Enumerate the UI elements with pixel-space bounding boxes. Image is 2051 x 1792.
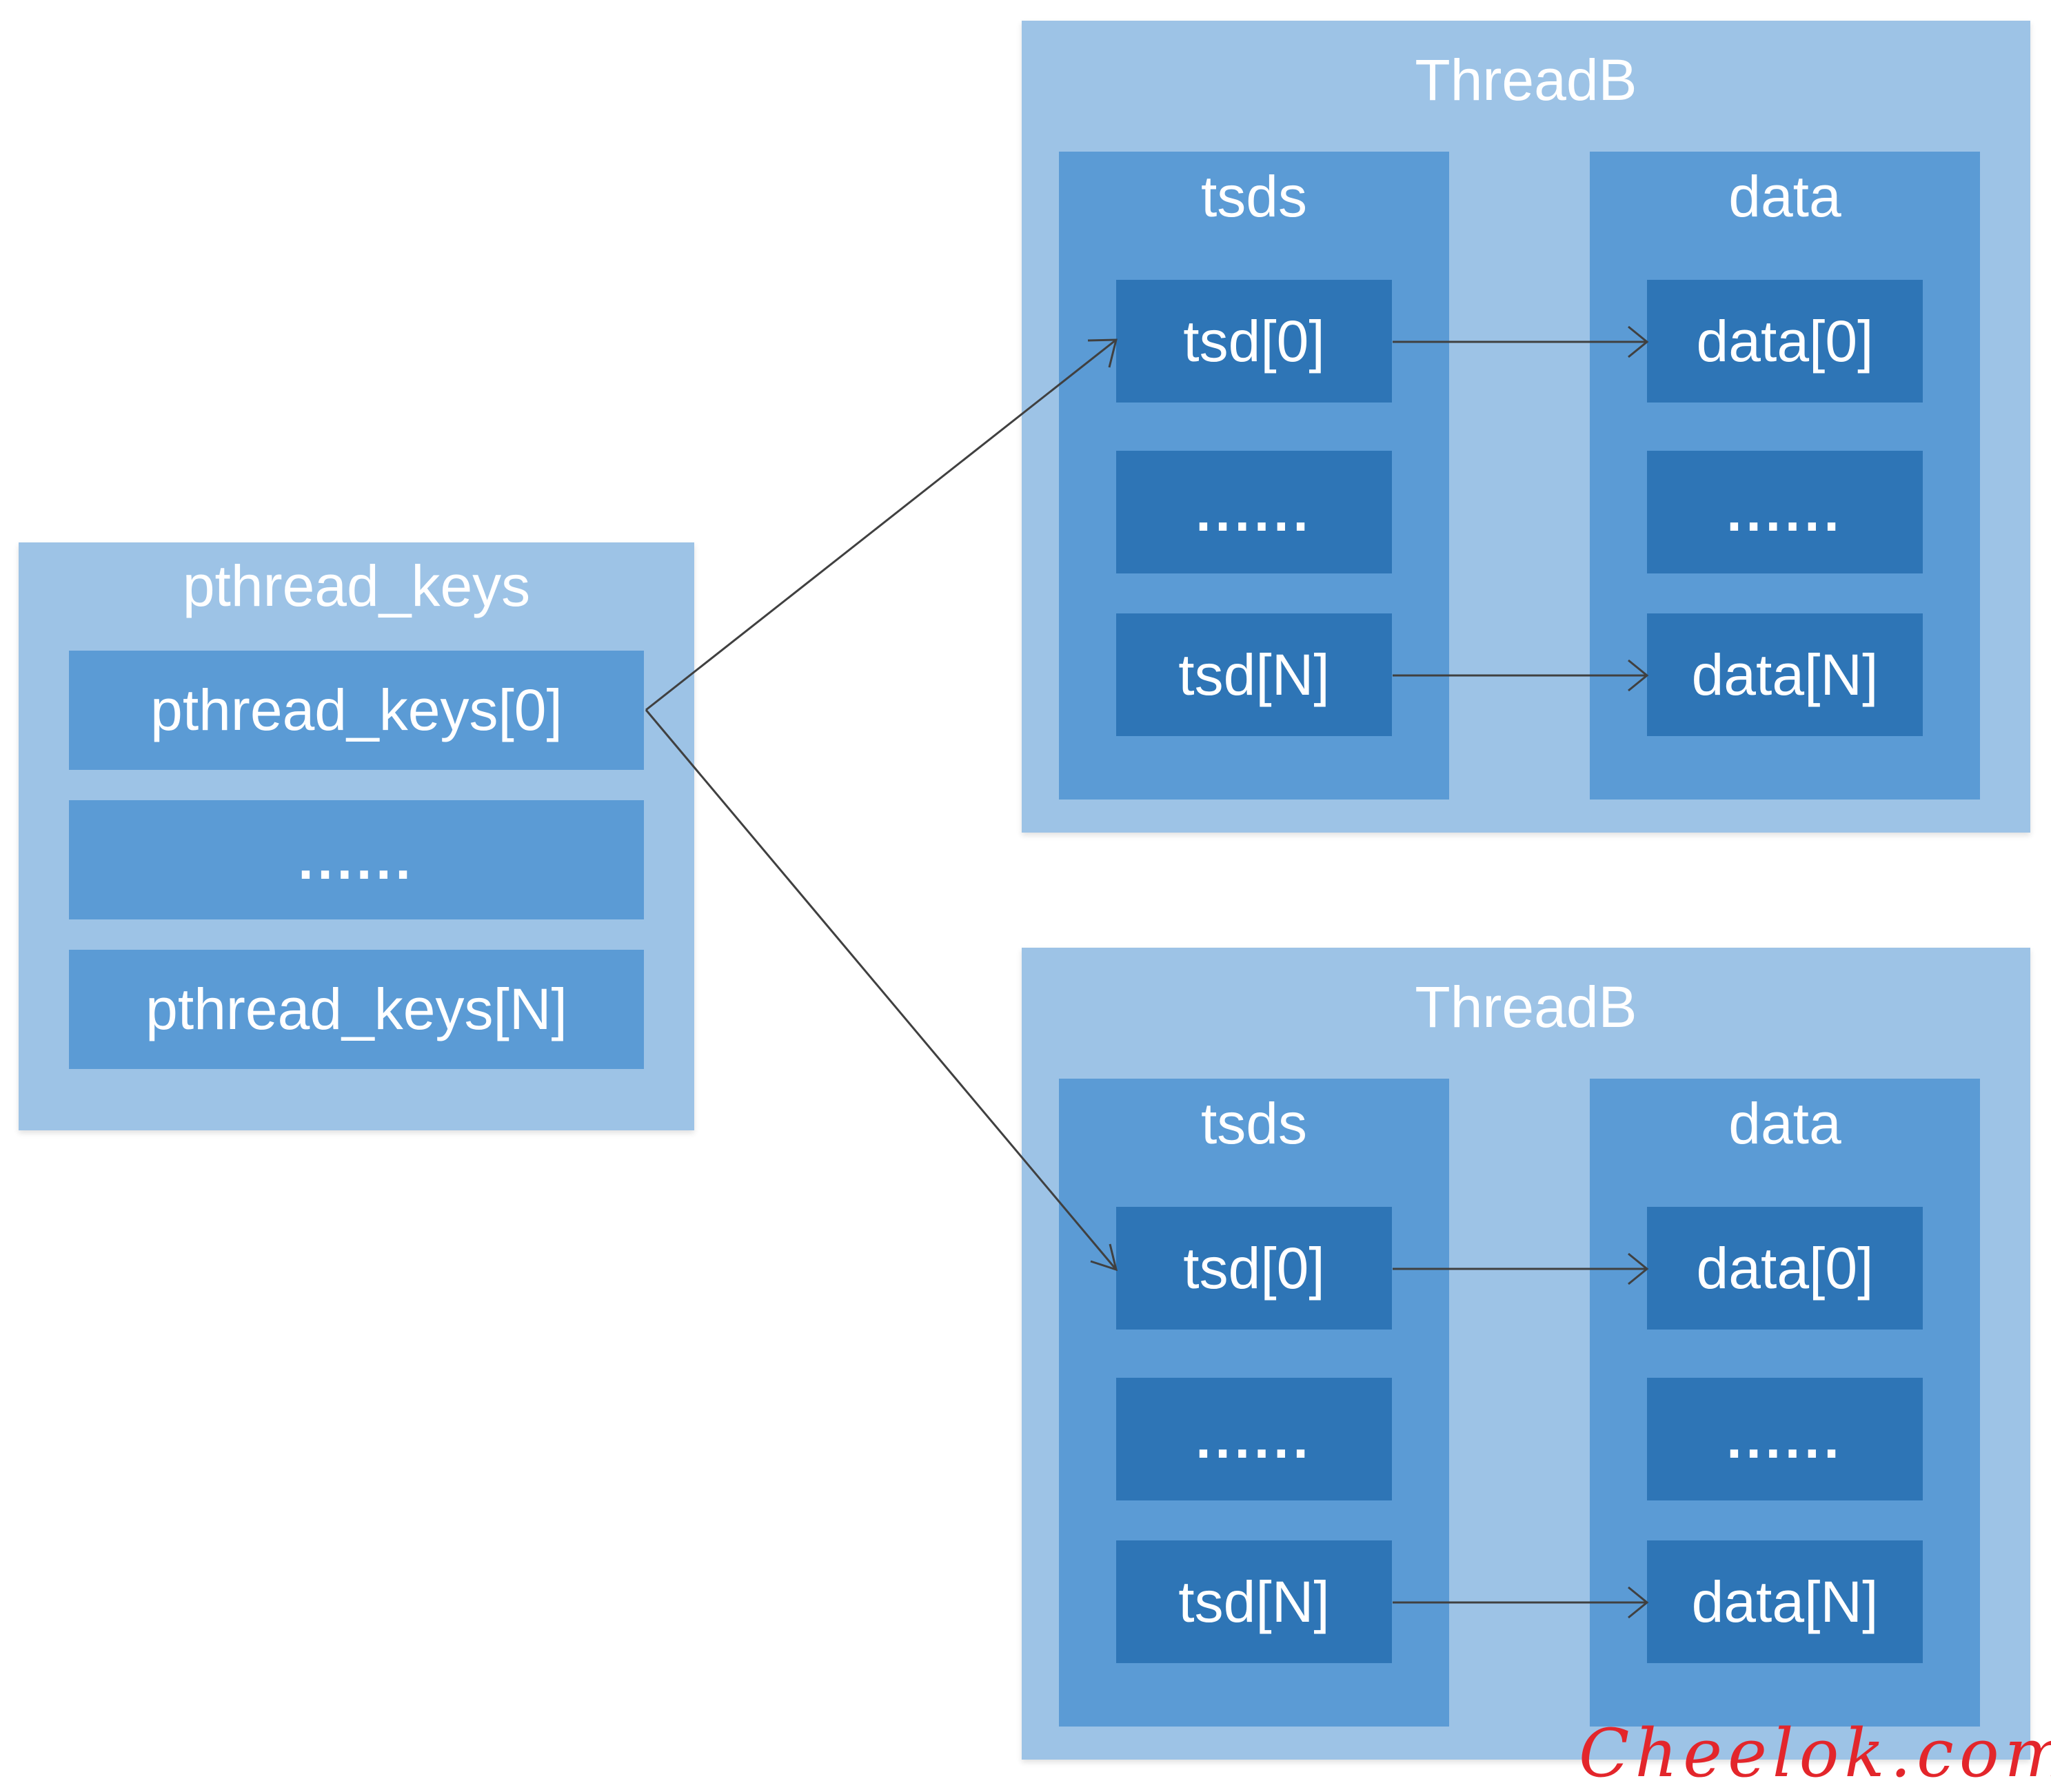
thread-1-data-n: data[N] [1647, 613, 1923, 736]
pthread-keys-panel: pthread_keys pthread_keys[0] ...... pthr… [19, 542, 694, 1130]
pthread-keys-item-0: pthread_keys[0] [69, 651, 644, 770]
thread-1-data-title: data [1728, 164, 1841, 229]
thread-2-tsd-0: tsd[0] [1116, 1207, 1392, 1330]
watermark: Cheelok.com [1579, 1715, 2051, 1792]
thread-2-data-n: data[N] [1647, 1540, 1923, 1663]
thread-1-tsd-0: tsd[0] [1116, 280, 1392, 403]
thread-1-tsds-column: tsds tsd[0] ...... tsd[N] [1059, 152, 1449, 800]
thread-1-data-0: data[0] [1647, 280, 1923, 403]
thread-1-tsd-n: tsd[N] [1116, 613, 1392, 736]
pthread-keys-item-n: pthread_keys[N] [69, 950, 644, 1069]
pthread-keys-title: pthread_keys [182, 553, 531, 618]
thread-2-title: ThreadB [1415, 975, 1637, 1039]
thread-2-tsds-title: tsds [1200, 1091, 1308, 1156]
thread-2-data-ellipsis: ...... [1647, 1378, 1923, 1500]
pthread-keys-item-ellipsis: ...... [69, 800, 644, 919]
thread-2-tsd-n: tsd[N] [1116, 1540, 1392, 1663]
thread-2-data-title: data [1728, 1091, 1841, 1156]
thread-2-tsds-column: tsds tsd[0] ...... tsd[N] [1059, 1079, 1449, 1727]
thread-1-title: ThreadB [1415, 48, 1637, 112]
thread-2-tsd-ellipsis: ...... [1116, 1378, 1392, 1500]
thread-1-tsds-title: tsds [1200, 164, 1308, 229]
thread-panel-2: ThreadB tsds tsd[0] ...... tsd[N] data d… [1022, 948, 2030, 1760]
thread-1-tsd-ellipsis: ...... [1116, 451, 1392, 573]
thread-1-data-column: data data[0] ...... data[N] [1590, 152, 1980, 800]
thread-2-data-column: data data[0] ...... data[N] [1590, 1079, 1980, 1727]
thread-1-data-ellipsis: ...... [1647, 451, 1923, 573]
thread-panel-1: ThreadB tsds tsd[0] ...... tsd[N] data d… [1022, 21, 2030, 833]
thread-2-data-0: data[0] [1647, 1207, 1923, 1330]
